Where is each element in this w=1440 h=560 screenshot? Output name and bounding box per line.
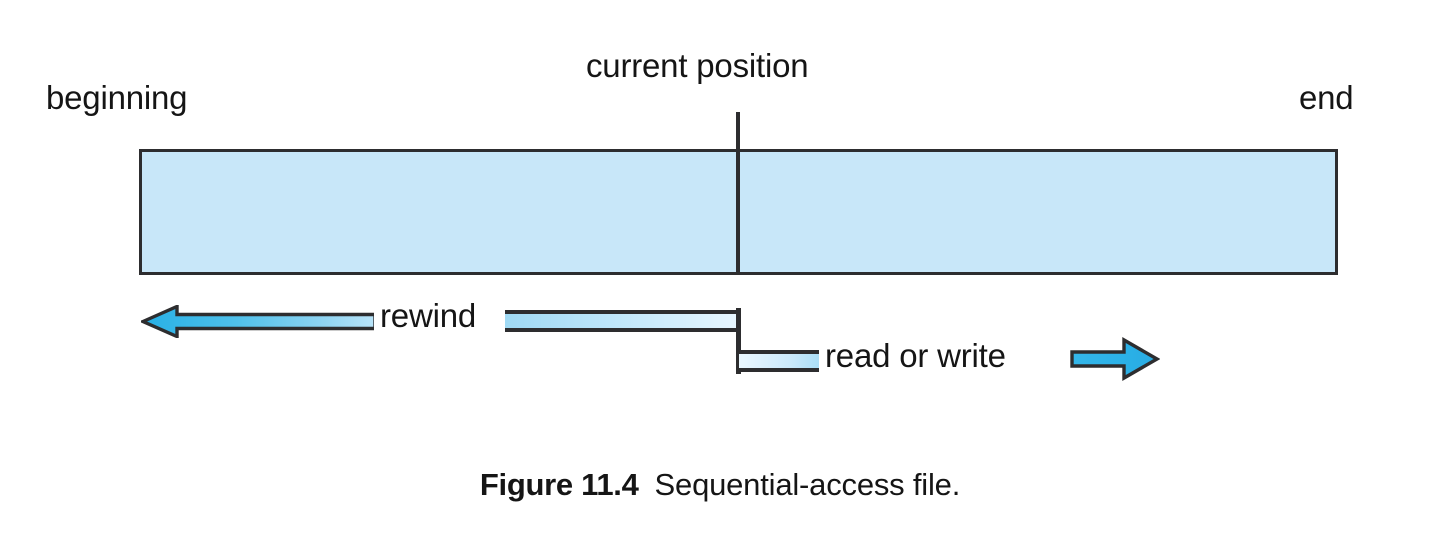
arrow-right-icon — [1070, 335, 1161, 383]
rewind-bar-segment — [505, 310, 740, 332]
connector-line — [736, 308, 741, 374]
figure-caption: Figure 11.4 Sequential-access file. — [0, 466, 1440, 504]
label-read-or-write: read or write — [819, 338, 1012, 374]
label-rewind: rewind — [374, 298, 483, 334]
label-current-position: current position — [586, 47, 809, 84]
arrow-left-icon — [138, 303, 377, 340]
caption-number: Figure 11.4 — [479, 467, 639, 502]
label-end: end — [1299, 79, 1354, 116]
label-beginning: beginning — [46, 79, 188, 116]
read-write-bar-segment — [739, 350, 821, 372]
vertical-marker-icon — [736, 112, 740, 275]
caption-text: Sequential-access file. — [654, 467, 961, 502]
